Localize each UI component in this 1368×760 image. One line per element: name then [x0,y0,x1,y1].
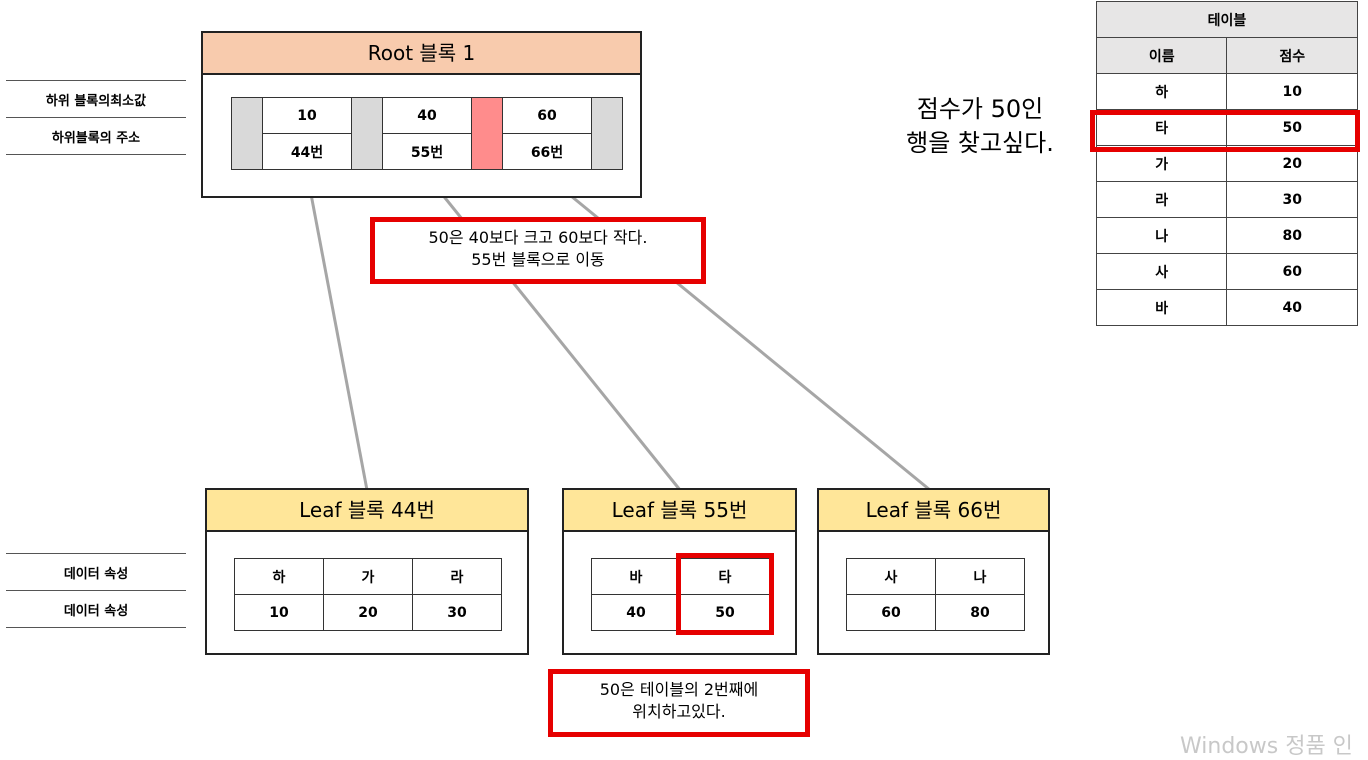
leaf-row-labels: 데이터 속성 데이터 속성 [6,553,186,628]
root-key-1: 10 [262,97,352,134]
root-address-2: 55번 [382,133,472,170]
root-block-table: 10 40 60 44번 55번 66번 [231,97,623,170]
leaf-cell: 50 [680,594,770,631]
data-table-header-name: 이름 [1095,37,1228,74]
note-bottom-line1: 50은 테이블의 2번째에 [599,680,759,699]
leaf-cell: 타 [680,558,770,595]
leaf-55-table: 바 타 40 50 [591,558,770,631]
root-pointer-2-highlighted [471,97,503,170]
leaf-cell: 가 [323,558,413,595]
table-row-highlight [1090,110,1360,152]
root-row-labels: 하위 블록의최소값 하위블록의 주소 [6,80,186,155]
leaf-44-table: 하 가 라 10 20 30 [234,558,502,631]
leaf-cell: 60 [846,594,936,631]
root-address-3: 66번 [502,133,592,170]
connector-44 [305,172,369,491]
leaf-block-44: Leaf 블록 44번 하 가 라 10 20 30 [205,488,529,655]
root-pointer-1 [351,97,383,170]
root-key-3: 60 [502,97,592,134]
leaf-cell: 10 [234,594,324,631]
question-line2: 행을 찾고싶다. [906,129,1054,157]
root-block: Root 블록 1 10 40 60 44번 55번 66번 [201,31,642,198]
leaf-66-table: 사 나 60 80 [846,558,1025,631]
root-address-1: 44번 [262,133,352,170]
leaf-66-title: Leaf 블록 66번 [819,490,1048,532]
watermark-text: Windows 정품 인 [1180,734,1353,759]
data-table-header-score: 점수 [1226,37,1358,74]
leaf-cell: 라 [412,558,502,595]
leaf-cell: 사 [846,558,936,595]
note-middle-line2: 55번 블록으로 이동 [471,250,605,269]
note-bottom-line2: 위치하고있다. [632,702,726,721]
leaf-cell: 20 [323,594,413,631]
label-data-attr-1: 데이터 속성 [6,553,186,591]
note-middle-line1: 50은 40보다 크고 60보다 작다. [428,228,648,247]
label-min-value: 하위 블록의최소값 [6,80,186,118]
data-table-title: 테이블 [1096,1,1358,38]
root-block-title: Root 블록 1 [203,33,640,75]
root-pointer-3 [591,97,623,170]
leaf-55-title: Leaf 블록 55번 [564,490,795,532]
label-address: 하위블록의 주소 [6,117,186,155]
leaf-block-66: Leaf 블록 66번 사 나 60 80 [817,488,1050,655]
leaf-cell: 40 [591,594,681,631]
leaf-cell: 하 [234,558,324,595]
note-bottom: 50은 테이블의 2번째에 위치하고있다. [548,669,810,737]
leaf-55-highlight [676,553,774,635]
root-pointer-0 [231,97,263,170]
leaf-44-title: Leaf 블록 44번 [207,490,527,532]
leaf-cell: 80 [935,594,1025,631]
label-data-attr-2: 데이터 속성 [6,590,186,628]
note-middle: 50은 40보다 크고 60보다 작다. 55번 블록으로 이동 [370,217,706,284]
leaf-cell: 바 [591,558,681,595]
leaf-cell: 나 [935,558,1025,595]
question-text: 점수가 50인 행을 찾고싶다. [880,92,1080,160]
question-line1: 점수가 50인 [916,95,1044,123]
root-key-2: 40 [382,97,472,134]
leaf-cell: 30 [412,594,502,631]
